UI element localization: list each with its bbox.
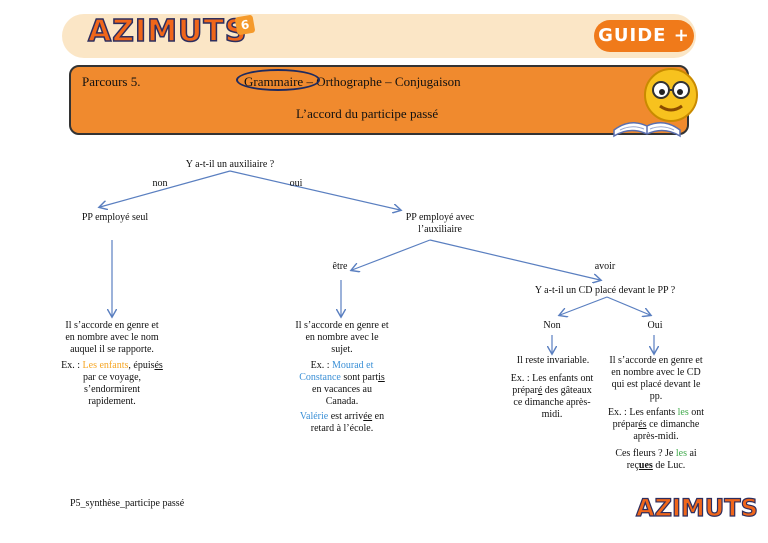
branch-non: non xyxy=(152,178,168,189)
branch-oui-cd: Oui xyxy=(647,320,663,331)
guide-plus-badge: GUIDE + xyxy=(594,20,694,52)
azimuts-logo: AZIMUTS xyxy=(87,13,248,50)
question-cd: Y a-t-il un CD placé devant le PP ? xyxy=(534,285,676,296)
parcours-label: Parcours 5. xyxy=(82,74,141,89)
seul-example: Ex. : Les enfants, épuisés par ce voyage… xyxy=(61,360,163,407)
branch-non-cd: Non xyxy=(543,320,561,331)
grammaire-circle-highlight xyxy=(236,69,320,91)
avoir-oui-rule: Il s’accorde en genre et en nombre avec … xyxy=(609,355,703,402)
pp-employe-avec-auxiliaire: PP employé avec l’auxiliaire xyxy=(405,212,475,235)
question-auxiliaire: Y a-t-il un auxiliaire ? xyxy=(185,159,275,170)
avoir-oui-example-1: Ex. : Les enfants les ont préparés ce di… xyxy=(607,407,705,442)
page-title: L’accord du participe passé xyxy=(296,106,439,121)
title-header xyxy=(69,65,689,135)
etre-example-1: Ex. : Mourad et Constance sont partis en… xyxy=(299,360,385,407)
avoir-non-rule: Il reste invariable. xyxy=(516,355,590,366)
branch-oui: oui xyxy=(289,178,303,189)
top-banner xyxy=(62,14,696,58)
avoir-non-example: Ex. : Les enfants ont préparé des gâteau… xyxy=(510,373,594,420)
topic-rest: – Orthographe – Conjugaison xyxy=(303,74,461,89)
pp-employe-seul: PP employé seul xyxy=(81,212,149,223)
open-book-icon xyxy=(613,122,681,138)
avoir-oui-example-2: Ces fleurs ? Je les ai reçues de Luc. xyxy=(615,448,697,471)
footer-azimuts-logo: AZIMUTS xyxy=(635,493,758,522)
branch-avoir: avoir xyxy=(594,261,616,272)
branch-etre: être xyxy=(332,261,348,272)
smiley-reading-icon xyxy=(644,68,698,122)
etre-rule: Il s’accorde en genre et en nombre avec … xyxy=(295,320,389,355)
etre-example-2: Valérie est arrivée en retard à l’école. xyxy=(299,411,385,434)
footer-label: P5_synthèse_participe passé xyxy=(70,498,185,509)
seul-rule: Il s’accorde en genre et en nombre avec … xyxy=(65,320,159,355)
